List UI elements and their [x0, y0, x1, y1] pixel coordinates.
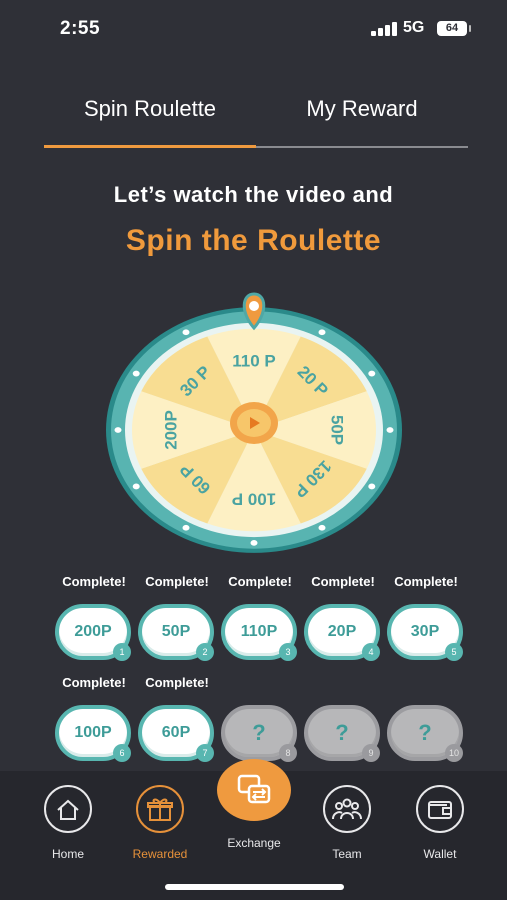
- wheel-rim-light: [368, 483, 376, 490]
- mission-amount: ?: [252, 720, 266, 745]
- wheel-center-button[interactable]: [230, 402, 278, 444]
- mission-reward-chip[interactable]: 50P 2: [138, 604, 214, 661]
- wheel-segment-label: 200P: [161, 410, 180, 450]
- home-icon: [57, 799, 79, 820]
- mission-amount: ?: [335, 720, 349, 745]
- nav-home-label: Home: [51, 847, 84, 861]
- tab-underline: [44, 145, 468, 148]
- team-icon: [332, 798, 362, 820]
- wheel-segment: [254, 430, 367, 524]
- wheel-rim-light: [182, 329, 190, 336]
- gift-icon: [147, 798, 173, 821]
- nav-rewarded-label: Rewarded: [132, 847, 188, 861]
- headline-title: Spin the Roulette: [125, 224, 382, 257]
- nav-wallet-circle: [416, 785, 464, 833]
- wheel-rim-light: [368, 370, 376, 377]
- battery-icon: 64: [437, 21, 471, 36]
- wheel-segment: [207, 328, 301, 430]
- status-bar: 2:55 5G 64: [0, 0, 507, 58]
- wheel-rim-light: [318, 524, 326, 531]
- mission-number-badge: 7: [196, 744, 214, 762]
- mission-complete-label: Complete!: [145, 574, 209, 589]
- mission-number-badge: 3: [279, 643, 297, 661]
- mission-reward-chip[interactable]: 60P 7: [138, 705, 214, 762]
- wheel-rim-light: [132, 370, 140, 377]
- nav-home-circle: [44, 785, 92, 833]
- headline-subtitle: Let’s watch the video and: [113, 182, 394, 207]
- nav-team-circle: [323, 785, 371, 833]
- signal-icon: [371, 22, 397, 36]
- mission-amount: ?: [418, 720, 432, 745]
- mission-number-badge: 4: [362, 643, 380, 661]
- wheel-segment: [254, 391, 376, 469]
- play-icon: [250, 417, 260, 429]
- mission-amount: 50P: [161, 623, 191, 640]
- home-indicator[interactable]: [165, 884, 344, 890]
- network-type: 5G: [403, 19, 425, 36]
- mission-number-badge: 2: [196, 643, 214, 661]
- nav-wallet-label: Wallet: [423, 847, 457, 861]
- wheel-segment: [254, 336, 367, 430]
- mission-complete-label: Complete!: [311, 574, 375, 589]
- mission-number-badge: 5: [445, 643, 463, 661]
- mission-number-badge: 1: [113, 643, 131, 661]
- wheel-rim-light: [250, 539, 258, 546]
- wheel-segment: [141, 430, 254, 524]
- wheel-segment: [141, 336, 254, 430]
- nav-rewarded[interactable]: Rewarded: [121, 783, 199, 863]
- mission-complete-label: Complete!: [145, 675, 209, 690]
- mission-amount: 60P: [161, 724, 191, 741]
- wheel-pointer-pin: [242, 292, 266, 331]
- mission-locked-chip[interactable]: ? 10: [387, 705, 463, 762]
- mission-complete-label: Complete!: [62, 675, 126, 690]
- wheel-segment-label: 110 P: [232, 351, 275, 370]
- mission-amount: 200P: [74, 623, 112, 640]
- status-time: 2:55: [60, 18, 101, 39]
- mission-number-badge: 10: [445, 744, 463, 762]
- mission-reward-chip[interactable]: 30P 5: [387, 604, 463, 661]
- nav-exchange-button[interactable]: [217, 759, 291, 821]
- mission-complete-label: Complete!: [62, 574, 126, 589]
- mission-complete-label: Complete!: [394, 574, 458, 589]
- nav-home[interactable]: Home: [29, 783, 107, 863]
- mission-locked-chip[interactable]: ?8: [221, 705, 297, 762]
- exchange-icon: [237, 774, 271, 804]
- wheel-rim-light: [182, 524, 190, 531]
- wheel-rim-light: [386, 427, 394, 433]
- mission-locked-chip[interactable]: ?9: [304, 705, 380, 762]
- wheel-segment-label: 50P: [327, 415, 346, 445]
- tab-active-indicator: [44, 145, 256, 148]
- tab-bar: Spin Roulette My Reward: [44, 88, 468, 150]
- wheel-segment-label: 100 P: [232, 490, 276, 509]
- mission-number-badge: 8: [279, 744, 297, 762]
- nav-rewarded-circle: [136, 785, 184, 833]
- mission-amount: 100P: [74, 724, 112, 741]
- wallet-icon: [428, 801, 452, 819]
- mission-complete-label: Complete!: [228, 574, 292, 589]
- wheel-rim-light: [114, 427, 122, 433]
- mission-amount: 110P: [240, 623, 278, 640]
- wheel-segment: [132, 391, 254, 469]
- nav-exchange-label: Exchange: [227, 836, 281, 850]
- wheel-rim-light: [132, 483, 140, 490]
- nav-wallet[interactable]: Wallet: [401, 783, 479, 863]
- mission-amount: 30P: [410, 623, 440, 640]
- wheel-segment: [207, 430, 301, 532]
- mission-reward-chip[interactable]: 20P 4: [304, 604, 380, 661]
- tab-my-reward[interactable]: My Reward: [306, 96, 418, 121]
- nav-team-label: Team: [332, 847, 362, 861]
- mission-number-badge: 6: [113, 744, 131, 762]
- tab-spin-roulette[interactable]: Spin Roulette: [83, 96, 217, 121]
- mission-number-badge: 9: [362, 744, 380, 762]
- mission-amount: 20P: [327, 623, 357, 640]
- wheel-rim-light: [318, 329, 326, 336]
- nav-team[interactable]: Team: [308, 783, 386, 863]
